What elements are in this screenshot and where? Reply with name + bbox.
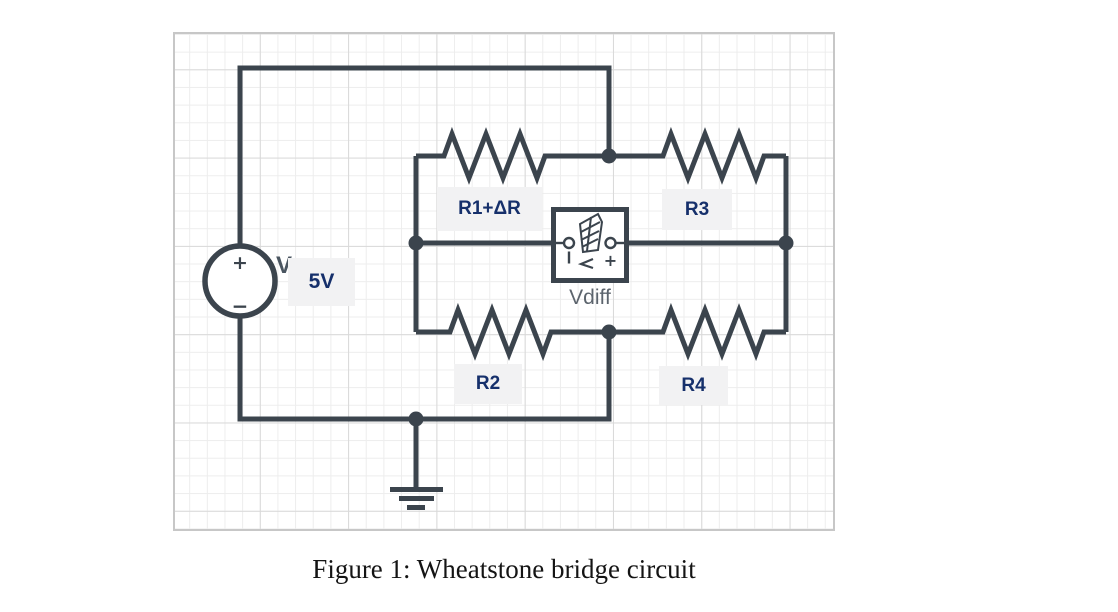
- junction-dot-left-node: [408, 235, 424, 251]
- gauge-hatch-3: [581, 238, 599, 248]
- voltmeter-plus-mark: +: [604, 251, 617, 270]
- voltmeter-terminal-plus: [604, 236, 617, 250]
- junction-dot-ground-node: [408, 411, 424, 427]
- junction-dot-top-node: [601, 148, 617, 164]
- label-r2: R2: [454, 364, 522, 404]
- voltage-source-circle: [202, 243, 278, 319]
- label-r1: R1+ΔR: [437, 187, 542, 231]
- source-plus-mark: +: [232, 252, 248, 274]
- resistor-r2-zigzag: [416, 302, 609, 362]
- source-minus-mark: −: [232, 294, 249, 318]
- voltmeter-symbol: +: [551, 207, 629, 283]
- voltmeter-needle-icon: [577, 257, 594, 270]
- figure-caption: Figure 1: Wheatstone bridge circuit: [312, 554, 696, 584]
- wire-top-rail: [237, 65, 612, 252]
- label-r3: R3: [662, 189, 732, 230]
- label-r4: R4: [659, 366, 728, 405]
- voltage-source: + −: [202, 243, 278, 319]
- gauge-hatch-2: [580, 230, 600, 241]
- gauge-fold-line: [586, 216, 592, 252]
- label-source-voltage: 5V: [288, 258, 355, 306]
- resistor-r1-zigzag: [416, 126, 609, 186]
- resistor-r4-zigzag: [609, 302, 786, 362]
- wire-bottom-rail: [237, 310, 612, 422]
- resistor-r3-zigzag: [609, 126, 786, 186]
- junction-dot-right-node: [778, 235, 794, 251]
- label-voltmeter-vdiff: Vdiff: [569, 286, 611, 309]
- junction-dot-bottom-node: [601, 324, 617, 340]
- schematic-canvas: [173, 32, 835, 531]
- voltmeter-terminal-minus: [562, 236, 576, 250]
